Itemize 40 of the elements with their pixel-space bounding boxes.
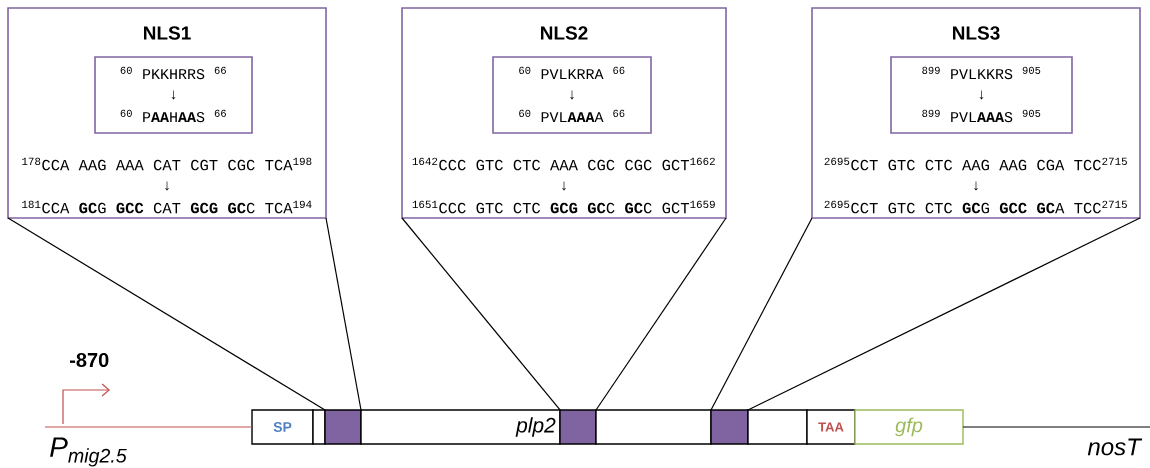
promoter-line: [44, 426, 253, 428]
stop-codon-segment: TAA: [806, 409, 856, 445]
panel-title: NLS3: [953, 26, 1000, 40]
gene-segment: [312, 409, 326, 445]
connector-line: [7, 217, 326, 411]
mutation-arrow: ↓: [570, 90, 574, 100]
nls-block: [710, 409, 749, 445]
protein-sequence: $^{60}$ PKKHRRS $^{66}$: [120, 66, 226, 80]
promoter-label: P$_{mig2.5}$: [50, 437, 127, 467]
protein-sequence: $^{899}$ PVLAAAS $^{905}$: [922, 109, 1041, 123]
gene-segment: [595, 409, 712, 445]
protein-sequence: $^{899}$ PVLKKRS $^{905}$: [922, 66, 1041, 80]
connector-line: [710, 217, 813, 411]
dna-sequence: $^{1651}$CCC GTC CTC GCG GCC GCC GCT$^{1659}$: [412, 200, 715, 214]
connector-line: [595, 217, 727, 411]
nls-block: [559, 409, 597, 445]
mutation-arrow: ↓: [974, 181, 978, 191]
connector-line: [401, 217, 561, 411]
gene-segment: [747, 409, 808, 445]
dna-sequence: $^{2695}$CCT GTC CTC GCG GCC GCA TCC$^{2715}$: [824, 200, 1127, 214]
mutation-arrow: ↓: [165, 181, 169, 191]
gene-segment: plp2: [360, 409, 561, 445]
connector-line: [747, 217, 1141, 411]
dna-sequence: $^{2695}$CCT GTC CTC AAG AAG CGA TCC$^{2715}$: [824, 157, 1127, 171]
nls-block: [324, 409, 362, 445]
terminator-line: [962, 426, 1150, 428]
protein-sequence: $^{60}$ PVLAAAA $^{66}$: [519, 109, 625, 123]
mutation-arrow: ↓: [979, 90, 984, 100]
mutation-arrow: ↓: [171, 90, 176, 100]
dna-sequence: $^{1642}$CCC GTC CTC AAA CGC CGC GCT$^{1662}$: [412, 157, 715, 171]
dna-sequence: $^{178}$CCA AAG AAA CAT CGT CGC TCA$^{198}$: [22, 157, 312, 171]
connector-line: [325, 217, 362, 411]
panel-title: NLS2: [541, 26, 588, 40]
protein-sequence: $^{60}$ PAAHAAS $^{66}$: [120, 109, 226, 123]
protein-sequence: $^{60}$ PVLKRRA $^{66}$: [519, 66, 625, 80]
terminator-label: nosT: [1087, 438, 1143, 456]
panel-title: NLS1: [144, 26, 191, 40]
promoter-position: -870: [70, 352, 109, 368]
dna-sequence: $^{181}$CCA GCG GCC CAT GCG GCC TCA$^{194}$: [22, 200, 312, 214]
mutation-arrow: ↓: [562, 181, 566, 191]
